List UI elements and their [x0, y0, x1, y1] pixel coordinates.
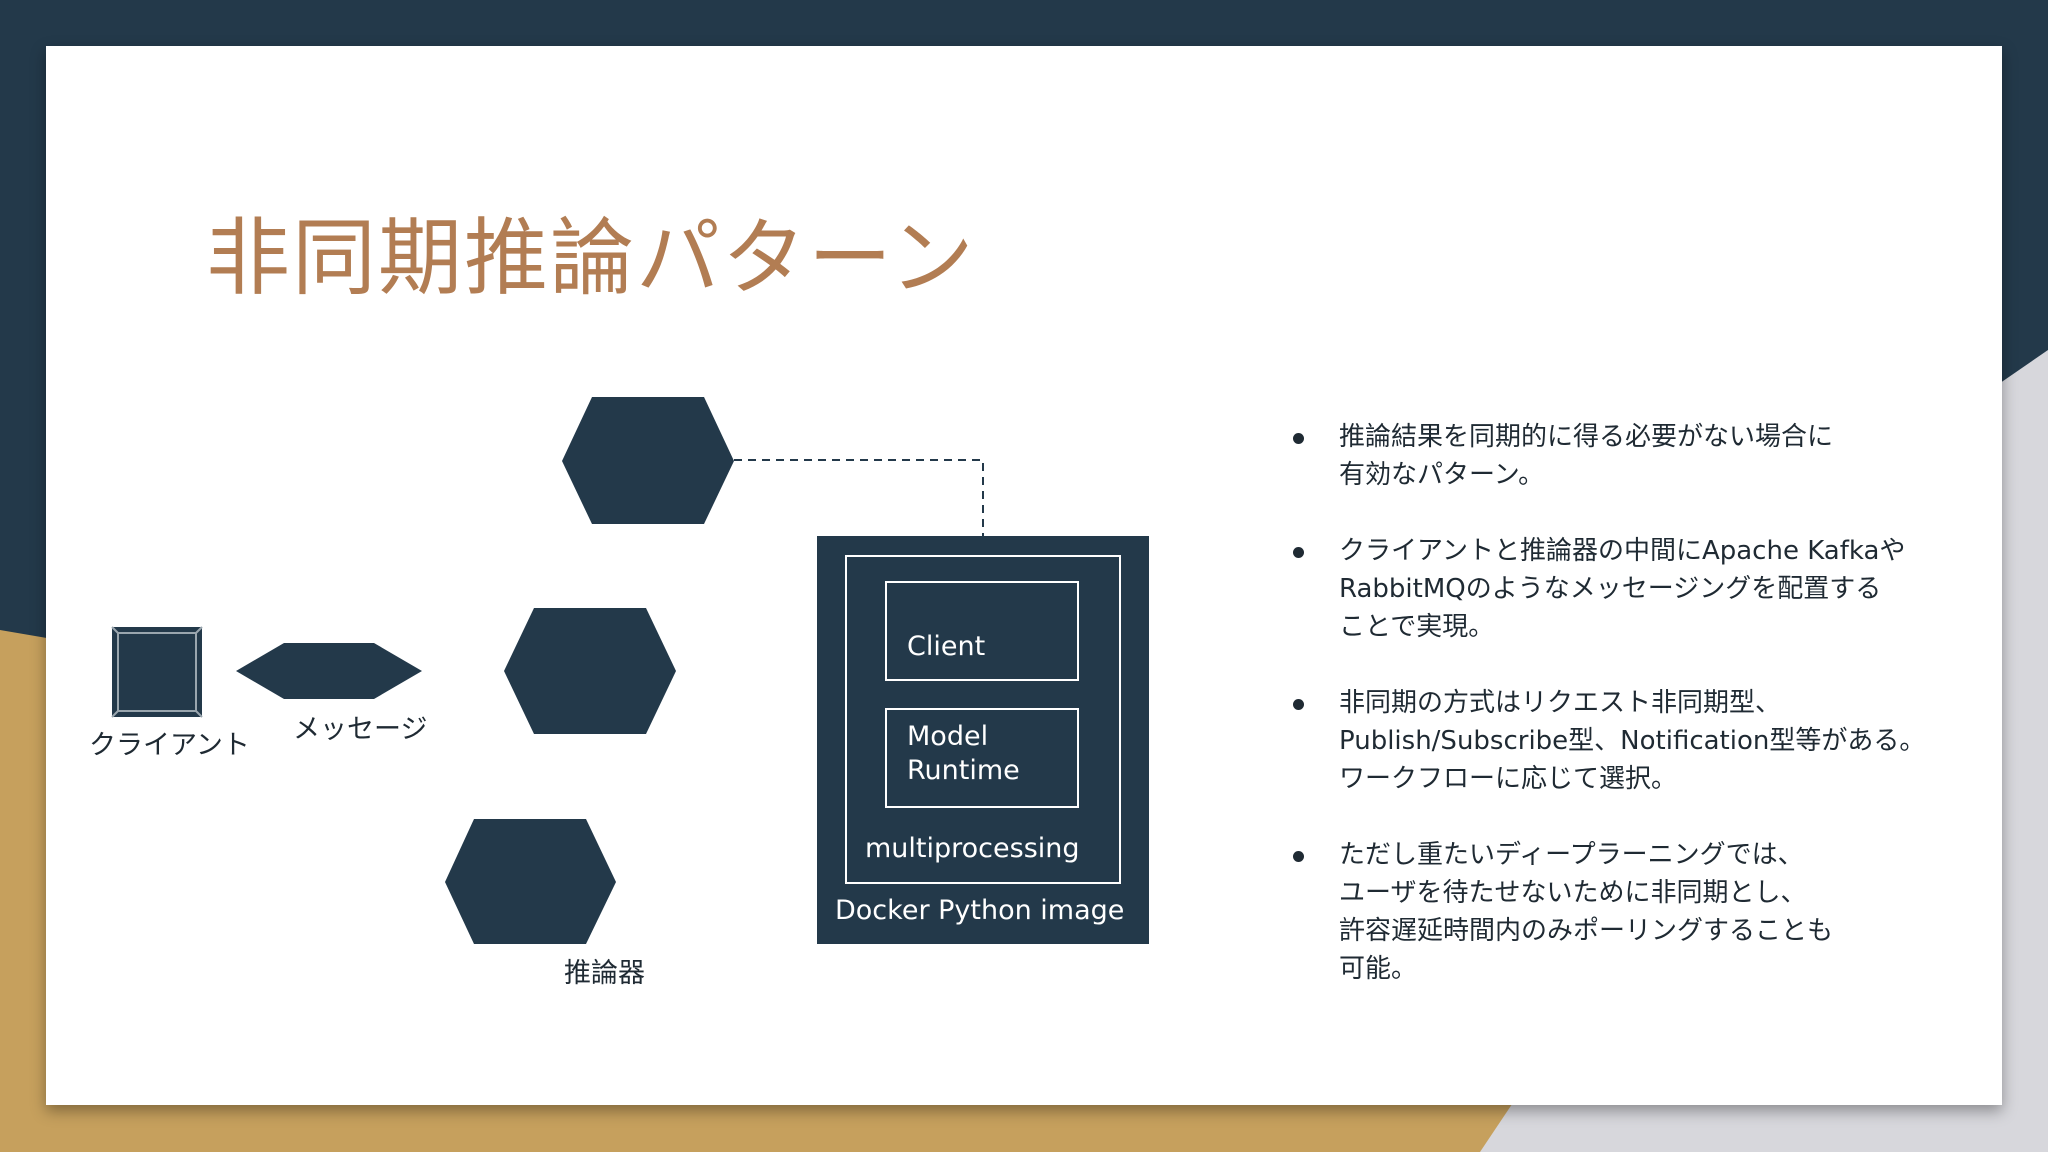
client-box-label: Client: [907, 631, 986, 662]
docker-label: Docker Python image: [835, 895, 1125, 926]
inference-hexagon-top: [562, 397, 734, 524]
message-icon: [236, 643, 422, 699]
slide: 非同期推論パターン クライアント メッセージ 推論器 Client Model …: [46, 46, 2002, 1105]
multiprocessing-frame: [845, 555, 1121, 884]
bullet-item: 推論結果を同期的に得る必要がない場合に 有効なパターン。: [1285, 418, 1985, 494]
bullet-list: 推論結果を同期的に得る必要がない場合に 有効なパターン。 クライアントと推論器の…: [1285, 418, 1985, 1026]
inference-hexagon-bottom: [445, 819, 616, 944]
docker-container: [817, 536, 1149, 944]
slide-title: 非同期推論パターン: [206, 209, 976, 307]
inference-hexagon-middle: [504, 608, 676, 734]
model-runtime-box: [885, 708, 1079, 808]
dashed-connector: [734, 459, 984, 536]
bullet-item: クライアントと推論器の中間にApache Kafkaや RabbitMQのような…: [1285, 532, 1985, 646]
inference-label: 推論器: [564, 958, 645, 989]
client-label: クライアント: [89, 730, 250, 761]
client-icon: [111, 626, 203, 718]
message-label: メッセージ: [293, 714, 428, 745]
bullet-item: 非同期の方式はリクエスト非同期型、 Publish/Subscribe型、Not…: [1285, 684, 1985, 798]
bullet-item: ただし重たいディープラーニングでは、 ユーザを待たせないために非同期とし、 許容…: [1285, 836, 1985, 988]
architecture-diagram: [111, 397, 1149, 944]
multiprocessing-label: multiprocessing: [865, 833, 1080, 864]
client-box: [885, 581, 1079, 681]
model-runtime-label: Model Runtime: [907, 721, 1020, 786]
